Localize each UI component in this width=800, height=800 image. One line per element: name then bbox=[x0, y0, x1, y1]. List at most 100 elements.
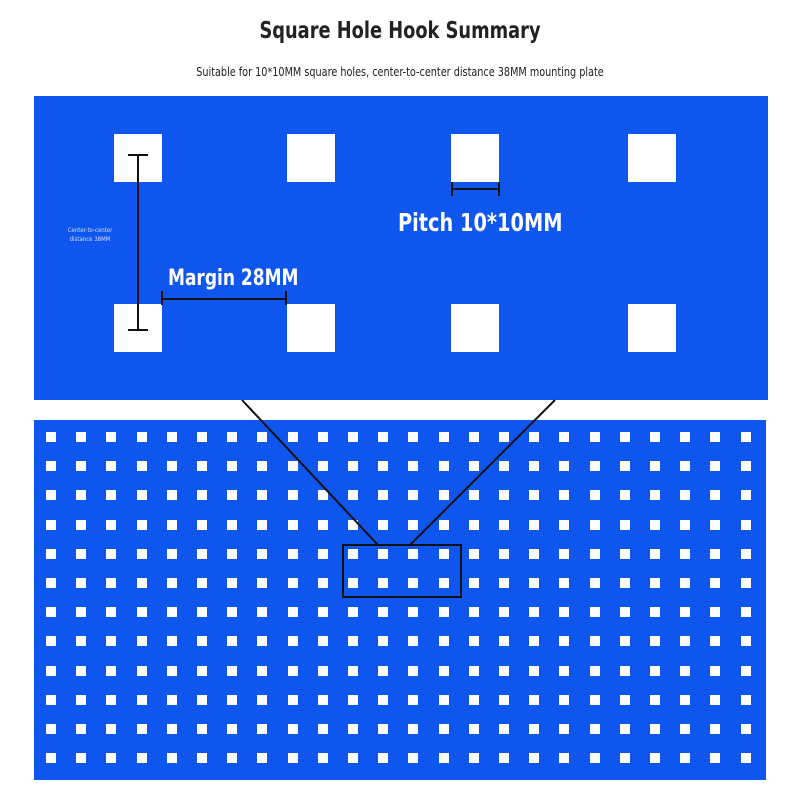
pegboard-hole bbox=[197, 753, 207, 764]
pegboard-hole bbox=[438, 490, 449, 501]
pegboard-hole bbox=[529, 519, 540, 530]
pegboard-hole bbox=[499, 490, 509, 501]
pegboard-hole bbox=[46, 753, 56, 764]
pegboard-hole bbox=[619, 519, 630, 530]
pegboard-hole bbox=[740, 753, 751, 764]
pegboard-hole bbox=[529, 724, 540, 734]
pegboard-hole bbox=[136, 461, 147, 472]
zoomed-detail-panel: Center-to-center distance 38MM Pitch 10*… bbox=[34, 96, 768, 400]
pegboard-hole bbox=[106, 490, 117, 501]
pegboard-hole bbox=[197, 636, 207, 647]
pegboard-hole bbox=[136, 490, 147, 501]
pegboard-hole bbox=[408, 490, 419, 501]
pegboard-hole bbox=[529, 607, 540, 618]
pegboard-hole bbox=[317, 607, 328, 618]
pegboard-hole bbox=[257, 519, 268, 530]
pegboard-hole bbox=[287, 461, 298, 472]
pegboard-hole bbox=[76, 753, 87, 764]
pegboard-hole bbox=[740, 694, 751, 705]
pegboard-hole bbox=[197, 694, 207, 705]
pegboard-hole bbox=[287, 548, 298, 559]
pegboard-hole bbox=[619, 432, 630, 442]
pegboard-hole bbox=[166, 432, 177, 442]
pegboard-hole bbox=[650, 607, 660, 618]
pegboard-hole bbox=[317, 461, 328, 472]
pegboard-hole bbox=[378, 694, 389, 705]
pegboard-hole bbox=[499, 636, 509, 647]
pegboard-hole bbox=[589, 461, 600, 472]
pegboard-hole bbox=[468, 432, 479, 442]
pegboard-hole bbox=[106, 694, 117, 705]
pegboard-hole bbox=[227, 665, 238, 676]
pegboard-hole bbox=[438, 753, 449, 764]
pegboard-hole bbox=[589, 578, 600, 588]
pegboard-hole bbox=[408, 519, 419, 530]
pegboard-hole bbox=[378, 432, 389, 442]
pegboard-hole bbox=[589, 548, 600, 559]
pegboard-hole bbox=[680, 461, 691, 472]
pegboard-hole bbox=[378, 548, 389, 559]
center-distance-label-line2: distance 38MM bbox=[69, 236, 111, 243]
pegboard-hole bbox=[529, 578, 540, 588]
pegboard-hole bbox=[438, 578, 449, 588]
pegboard-hole bbox=[499, 519, 509, 530]
pegboard-hole bbox=[740, 490, 751, 501]
pegboard-hole bbox=[166, 753, 177, 764]
pegboard-hole bbox=[619, 490, 630, 501]
pegboard-hole bbox=[650, 578, 660, 588]
pegboard-hole bbox=[257, 578, 268, 588]
pegboard-hole bbox=[529, 665, 540, 676]
pegboard-hole bbox=[348, 636, 358, 647]
margin-dimension-line bbox=[161, 291, 287, 305]
square-hole bbox=[451, 134, 499, 182]
pegboard-hole bbox=[740, 461, 751, 472]
pegboard-hole bbox=[46, 519, 56, 530]
square-hole bbox=[287, 304, 335, 352]
pegboard-hole bbox=[197, 432, 207, 442]
pegboard-hole bbox=[740, 519, 751, 530]
pegboard-hole bbox=[136, 432, 147, 442]
pegboard-hole bbox=[197, 548, 207, 559]
pegboard-hole bbox=[740, 432, 751, 442]
pegboard-hole bbox=[317, 578, 328, 588]
pegboard-hole bbox=[650, 432, 660, 442]
margin-label: Margin 28MM bbox=[168, 266, 299, 291]
pegboard-hole bbox=[710, 578, 721, 588]
pegboard-hole bbox=[650, 548, 660, 559]
pegboard-hole bbox=[257, 665, 268, 676]
pegboard-hole bbox=[287, 578, 298, 588]
pegboard-hole bbox=[499, 607, 509, 618]
pegboard-hole bbox=[468, 753, 479, 764]
pegboard-hole bbox=[559, 461, 570, 472]
pegboard-hole bbox=[46, 665, 56, 676]
pegboard-hole bbox=[348, 607, 358, 618]
pegboard-hole bbox=[378, 753, 389, 764]
pegboard-hole bbox=[499, 548, 509, 559]
pegboard-hole bbox=[680, 490, 691, 501]
pegboard-hole bbox=[348, 665, 358, 676]
pegboard-hole bbox=[680, 607, 691, 618]
pegboard-hole bbox=[76, 548, 87, 559]
center-distance-label-line1: Center-to-center bbox=[67, 227, 113, 234]
pegboard-hole bbox=[710, 461, 721, 472]
pegboard-hole bbox=[317, 548, 328, 559]
pegboard-hole bbox=[619, 607, 630, 618]
pegboard-hole bbox=[257, 724, 268, 734]
pegboard-hole bbox=[348, 694, 358, 705]
pegboard-hole bbox=[408, 607, 419, 618]
pegboard-hole bbox=[166, 607, 177, 618]
pegboard-hole bbox=[76, 578, 87, 588]
pegboard-hole bbox=[710, 607, 721, 618]
pegboard-hole bbox=[529, 636, 540, 647]
pegboard-hole bbox=[468, 607, 479, 618]
pegboard-hole bbox=[197, 461, 207, 472]
pegboard-hole bbox=[680, 548, 691, 559]
pegboard-hole bbox=[589, 724, 600, 734]
pegboard-hole bbox=[106, 607, 117, 618]
pegboard-hole bbox=[408, 636, 419, 647]
pegboard-hole bbox=[197, 490, 207, 501]
pegboard-hole bbox=[559, 694, 570, 705]
pegboard-hole bbox=[76, 519, 87, 530]
pegboard-hole bbox=[166, 578, 177, 588]
